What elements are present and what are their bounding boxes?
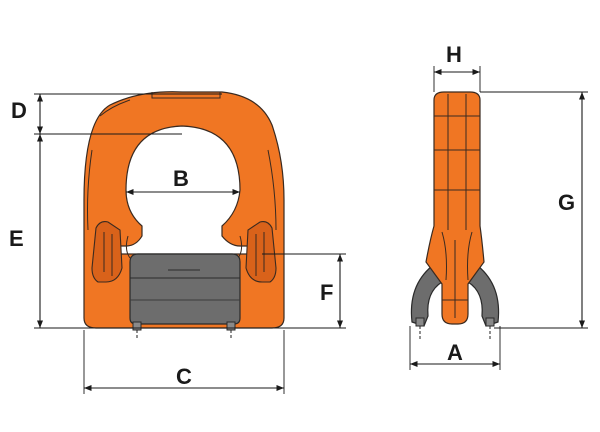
dim-b-label: B <box>173 166 189 191</box>
right-bracket <box>245 221 277 283</box>
dim-e-label: E <box>9 226 24 251</box>
grey-insert <box>129 253 241 325</box>
dim-h-label: H <box>446 42 462 67</box>
side-right-bolt <box>485 317 495 327</box>
left-contour <box>87 149 93 231</box>
dim-f-label: F <box>320 280 333 305</box>
dim-c-label: C <box>176 364 192 389</box>
front-view <box>83 91 285 340</box>
right-contour <box>267 149 277 231</box>
left-bolt <box>132 321 142 331</box>
dim-d-label: D <box>11 98 27 123</box>
top-contour <box>99 99 131 117</box>
top-flat <box>151 92 221 99</box>
side-dimensions: H G A <box>409 42 588 370</box>
dim-g-label: G <box>558 190 575 215</box>
left-bracket <box>91 221 123 283</box>
dim-a-label: A <box>447 340 463 365</box>
side-left-bolt <box>415 317 425 327</box>
side-view <box>410 91 500 340</box>
right-bolt <box>226 321 236 331</box>
front-dimensions: D E B F C <box>9 93 346 394</box>
